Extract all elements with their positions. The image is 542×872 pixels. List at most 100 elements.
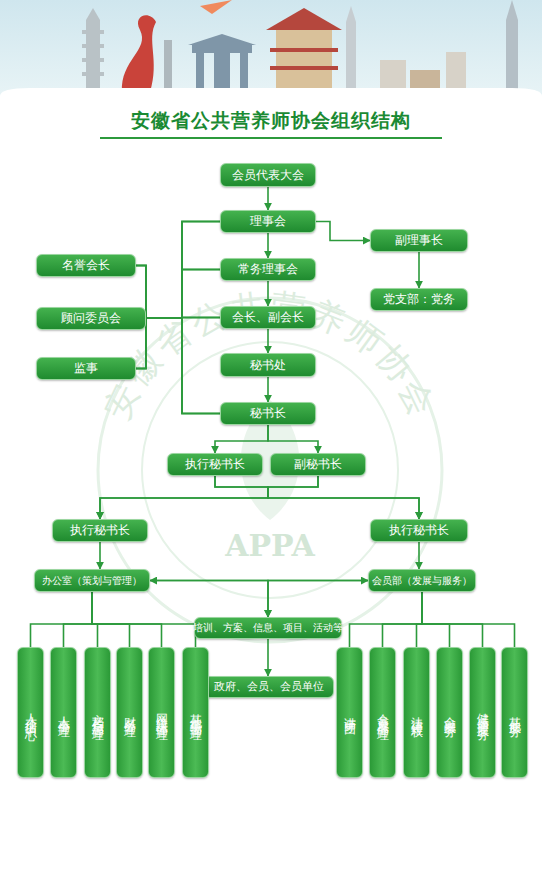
connector-arrow <box>215 425 268 453</box>
org-box: 执行秘书长 <box>370 519 468 542</box>
connector-arrow <box>268 425 318 453</box>
org-box: 执行秘书长 <box>167 453 263 476</box>
connector-line <box>422 592 450 647</box>
box-label: 办公室（策划与管理） <box>42 575 142 586</box>
department-bar: 讲师团 <box>336 647 363 778</box>
org-box: 办公室（策划与管理） <box>34 569 150 592</box>
box-label: 会长、副会长 <box>232 311 304 324</box>
box-label: 秘书长 <box>250 407 286 420</box>
department-bar: 财务管理 <box>116 647 143 778</box>
box-label: 文档信息管理 <box>92 704 104 722</box>
box-label: 会员代表大会 <box>232 169 304 182</box>
department-bar: 金融服务 <box>436 647 463 778</box>
box-label: 会员部（发展与服务） <box>372 575 472 586</box>
org-box: 名誉会长 <box>36 254 136 277</box>
connector-arrow <box>267 187 269 210</box>
org-box: 副秘书长 <box>270 453 366 476</box>
org-box: 副理事长 <box>370 229 468 252</box>
connector-line <box>92 592 162 647</box>
paper-plane <box>200 0 232 14</box>
box-label: 监事 <box>74 362 98 375</box>
box-label: 顾问委员会 <box>61 312 121 325</box>
connector-arrow <box>268 476 419 519</box>
org-box: 执行秘书长 <box>52 519 148 542</box>
box-label: 网络媒体管理 <box>156 704 168 722</box>
box-label: 培训、方案、信息、项目、活动等 <box>193 623 343 633</box>
connector-line <box>136 266 220 414</box>
connector-line <box>136 266 220 319</box>
connector-line <box>136 222 220 369</box>
connector-line <box>136 318 220 414</box>
connector-arrow <box>267 639 269 676</box>
connector-line <box>350 592 423 647</box>
connector-line <box>383 592 423 647</box>
department-bar: 健康管理服务 <box>469 647 496 778</box>
org-box: 常务理事会 <box>220 258 316 281</box>
connector-line <box>136 318 220 369</box>
org-box: 培训、方案、信息、项目、活动等 <box>194 617 342 639</box>
connector-line <box>92 592 98 647</box>
org-box: 秘书处 <box>220 353 316 377</box>
ribbon-sculpture <box>122 15 156 92</box>
department-bar: 文档信息管理 <box>84 647 111 778</box>
connector-line <box>422 592 483 647</box>
connector-arrow <box>267 233 269 258</box>
buildings <box>380 52 466 94</box>
connector-line <box>422 592 515 647</box>
box-label: 金融服务 <box>444 707 456 719</box>
box-label: 其他事物管理 <box>190 704 202 722</box>
box-label: 人事管理 <box>58 707 70 719</box>
box-label: 执行秘书长 <box>70 524 130 537</box>
department-bar: 人才培训中心 <box>17 647 44 778</box>
watermark-acronym: APPA <box>224 528 315 563</box>
connector-arrow <box>418 542 420 569</box>
connector-line <box>136 266 220 319</box>
tower <box>346 6 356 94</box>
department-bar: 人事管理 <box>50 647 77 778</box>
connector-line <box>146 318 220 414</box>
box-label: 讲师团 <box>344 708 356 717</box>
box-label: 理事会 <box>250 215 286 228</box>
box-label: 健康管理服务 <box>477 704 489 722</box>
box-label: 其他服务 <box>509 707 521 719</box>
connector-arrow <box>316 222 370 241</box>
connector-line <box>92 592 196 647</box>
connector-arrow <box>268 581 368 618</box>
box-label: 政府、会员、会员单位 <box>214 681 324 693</box>
box-label: 秘书处 <box>250 359 286 372</box>
org-box: 党支部：党务 <box>370 288 468 311</box>
connector-line <box>64 592 93 647</box>
box-label: 副秘书长 <box>294 458 342 471</box>
org-box: 会员部（发展与服务） <box>368 569 476 592</box>
box-label: 会员发展管理 <box>377 704 389 722</box>
connector-arrow <box>150 581 268 618</box>
gate <box>188 34 256 93</box>
connector-arrow <box>418 252 420 288</box>
department-bar: 网络媒体管理 <box>148 647 175 778</box>
box-label: 副理事长 <box>395 234 443 247</box>
content-card <box>0 88 542 872</box>
box-label: 执行秘书长 <box>389 524 449 537</box>
department-bar: 其他事物管理 <box>182 647 209 778</box>
org-box: 政府、会员、会员单位 <box>204 676 334 698</box>
org-box: 会长、副会长 <box>220 306 316 329</box>
org-box: 会员代表大会 <box>220 163 316 187</box>
skyline <box>82 0 518 95</box>
department-bar: 其他服务 <box>501 647 528 778</box>
box-label: 名誉会长 <box>62 259 110 272</box>
connector-arrow <box>267 377 269 402</box>
box-label: 常务理事会 <box>238 263 298 276</box>
pagoda <box>82 8 104 90</box>
box-label: 党支部：党务 <box>383 293 455 306</box>
spire <box>506 0 518 94</box>
box-label: 法律维权 <box>411 707 423 719</box>
connector-line <box>31 592 93 647</box>
department-bar: 会员发展管理 <box>369 647 396 778</box>
statue <box>164 40 172 95</box>
connector-line <box>136 270 220 369</box>
org-box: 顾问委员会 <box>36 307 146 330</box>
department-bar: 法律维权 <box>403 647 430 778</box>
box-label: 财务管理 <box>124 707 136 719</box>
connector-line <box>417 592 423 647</box>
